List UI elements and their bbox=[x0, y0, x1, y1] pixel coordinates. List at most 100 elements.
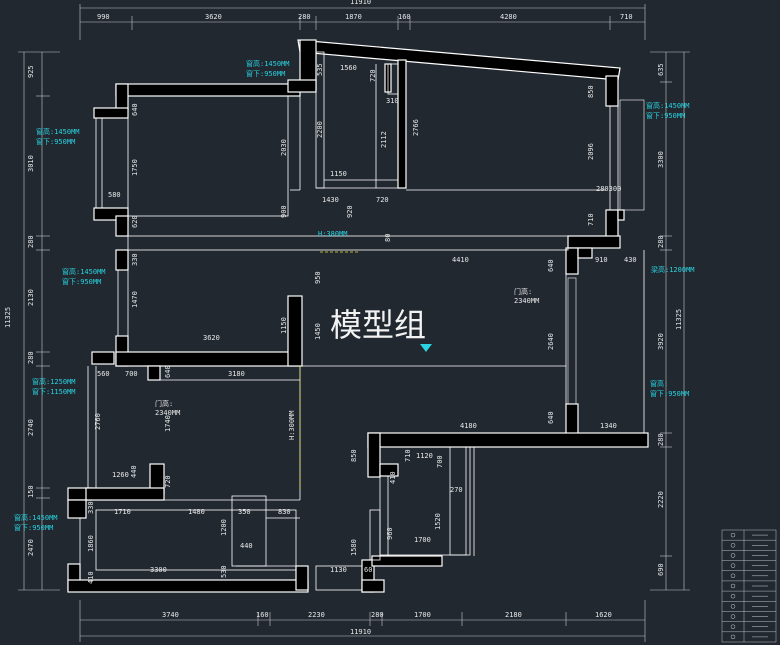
dim-int: 440 bbox=[240, 542, 253, 550]
dim-int: 710 bbox=[404, 449, 412, 462]
interior-dimension-text: 1560 720 535 310 2200 2030 2112 2766 209… bbox=[87, 63, 637, 584]
bottom-total: 11910 bbox=[350, 628, 371, 636]
door-label: 门高: bbox=[514, 287, 532, 296]
legend-table bbox=[721, 529, 777, 643]
dim-int: 535 bbox=[316, 63, 324, 76]
legend-symbol-icon bbox=[730, 563, 736, 568]
dim-int: 1580 bbox=[350, 539, 358, 556]
dim-int: 2096 bbox=[587, 143, 595, 160]
right-dimension-text: 11325 635 3300 280 3920 280 2220 690 bbox=[657, 63, 683, 576]
dim-right-3: 3920 bbox=[657, 333, 665, 350]
dim-int: 80 bbox=[384, 234, 392, 242]
dim-int: 330 bbox=[87, 501, 95, 514]
dim-int: 620 bbox=[131, 215, 139, 228]
dim-int: 2200 bbox=[316, 121, 324, 138]
window-label: 窗高:1450MM bbox=[36, 127, 80, 136]
dim-int: 310 bbox=[386, 97, 399, 105]
dim-left-7: 2470 bbox=[27, 539, 35, 556]
window-label: 窗下:950MM bbox=[14, 523, 53, 532]
dim-int: 640 bbox=[131, 103, 139, 116]
dim-int: 1470 bbox=[131, 291, 139, 308]
window-label: 窗高:1450MM bbox=[62, 267, 106, 276]
dim-bottom-0: 3740 bbox=[162, 611, 179, 619]
down-arrow-icon bbox=[420, 344, 432, 352]
beam-lines bbox=[299, 251, 360, 490]
dim-left-0: 925 bbox=[27, 65, 35, 78]
dim-int: 1480 bbox=[188, 508, 205, 516]
window-door-annotations: 窗高:1450MM 窗下:950MM 窗高:1450MM 窗下:950MM 窗高… bbox=[14, 59, 695, 532]
watermark: 模型组 bbox=[330, 306, 426, 344]
window-label: 窗高: bbox=[650, 379, 668, 388]
dim-int: 1150 bbox=[330, 170, 347, 178]
dim-int: 1150 bbox=[280, 317, 288, 334]
dim-int: 950 bbox=[314, 271, 322, 284]
dim-int: 1710 bbox=[114, 508, 131, 516]
dim-bottom-4: 1700 bbox=[414, 611, 431, 619]
legend-symbol-icon bbox=[730, 604, 736, 609]
top-dimension-text: 11910 990 3620 280 1870 160 4280 710 bbox=[97, 0, 633, 21]
dim-right-6: 690 bbox=[657, 563, 665, 576]
dim-left-5: 2740 bbox=[27, 419, 35, 436]
dim-int: 960 bbox=[386, 527, 394, 540]
dim-int: 1430 bbox=[322, 196, 339, 204]
top-total: 11910 bbox=[350, 0, 371, 6]
dim-right-1: 3300 bbox=[657, 151, 665, 168]
dim-int: 1130 bbox=[330, 566, 347, 574]
window-label: 窗高:1450MM bbox=[246, 59, 290, 68]
dim-int: 2112 bbox=[380, 131, 388, 148]
dim-bottom-5: 2180 bbox=[505, 611, 522, 619]
dim-int: 1120 bbox=[416, 452, 433, 460]
dim-int: 2640 bbox=[547, 333, 555, 350]
dim-int: 580 bbox=[108, 191, 121, 199]
dim-int: 850 bbox=[350, 449, 358, 462]
dim-int: 1560 bbox=[340, 64, 357, 72]
dim-int: 900 bbox=[280, 205, 288, 218]
dim-int: 1450 bbox=[314, 323, 322, 340]
legend-symbol-icon bbox=[730, 583, 736, 589]
dim-int: 3180 bbox=[228, 370, 245, 378]
left-total: 11325 bbox=[4, 307, 12, 328]
window-label: 窗下:950MM bbox=[36, 137, 75, 146]
dim-left-3: 2130 bbox=[27, 289, 35, 306]
dim-int: 640 bbox=[547, 259, 555, 272]
door-label: 2340MM bbox=[514, 297, 539, 305]
dim-int: 720 bbox=[164, 475, 172, 488]
dim-right-5: 2220 bbox=[657, 491, 665, 508]
door-label: 2340MM bbox=[155, 409, 180, 417]
dim-int: 410 bbox=[87, 571, 95, 584]
dim-top-3: 1870 bbox=[345, 13, 362, 21]
dim-int: 3300 bbox=[150, 566, 167, 574]
legend-symbol-icon bbox=[730, 624, 736, 629]
dim-int: 1750 bbox=[131, 159, 139, 176]
dim-right-0: 635 bbox=[657, 63, 665, 76]
dim-int: 440 bbox=[130, 465, 138, 478]
legend-symbol-icon bbox=[730, 593, 736, 599]
dim-int: 60 bbox=[364, 566, 372, 574]
legend-symbol-icon bbox=[730, 543, 736, 548]
door-label: 门高: bbox=[155, 399, 173, 408]
dim-right-4: 280 bbox=[657, 433, 665, 446]
dim-int: 2766 bbox=[412, 119, 420, 136]
legend-symbol-icon bbox=[730, 634, 736, 640]
dim-int: 350 bbox=[238, 508, 251, 516]
window-label: 窗下:950MM bbox=[650, 389, 689, 398]
dim-int: 3620 bbox=[203, 334, 220, 342]
window-label: 窗下:1150MM bbox=[32, 387, 76, 396]
dim-int: 410 bbox=[389, 471, 397, 484]
dim-bottom-6: 1620 bbox=[595, 611, 612, 619]
dim-int: 280300 bbox=[596, 185, 621, 193]
dim-int: 710 bbox=[587, 213, 595, 226]
dim-right-2: 280 bbox=[657, 235, 665, 248]
beam-label: H:380MM bbox=[318, 230, 348, 238]
dim-bottom-1: 160 bbox=[256, 611, 269, 619]
dim-int: 530 bbox=[220, 565, 228, 578]
dim-left-6: 150 bbox=[27, 485, 35, 498]
dim-int: 720 bbox=[369, 69, 377, 82]
dim-left-2: 280 bbox=[27, 235, 35, 248]
dim-int: 1740 bbox=[164, 415, 172, 432]
right-total: 11325 bbox=[675, 309, 683, 330]
dim-int: 430 bbox=[624, 256, 637, 264]
dim-top-2: 280 bbox=[298, 13, 311, 21]
legend-symbol-icon bbox=[730, 614, 736, 619]
